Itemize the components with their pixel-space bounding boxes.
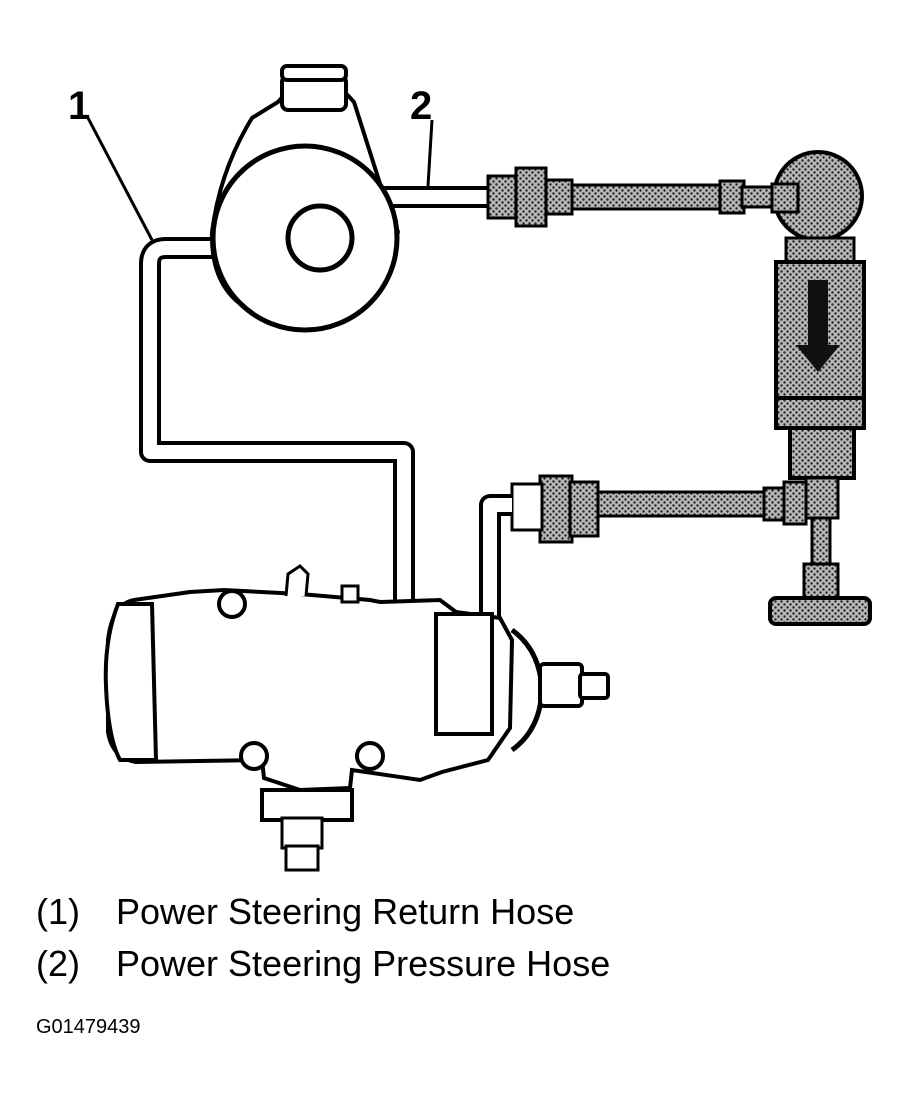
legend-number: (1) xyxy=(36,891,80,932)
power-steering-diagram xyxy=(86,64,872,872)
pressure-gauge-lower-hose xyxy=(510,474,808,544)
steering-gear xyxy=(103,564,610,872)
return-hose xyxy=(139,237,415,626)
legend-number: (2) xyxy=(36,943,80,984)
legend-item-pressure-hose: (2) Power Steering Pressure Hose xyxy=(36,946,610,982)
pressure-gauge xyxy=(770,150,866,600)
power-steering-pump xyxy=(209,64,401,333)
legend-label: Power Steering Pressure Hose xyxy=(116,943,611,984)
leader-line-1 xyxy=(86,117,154,241)
callout-2: 2 xyxy=(410,84,433,128)
legend-item-return-hose: (1) Power Steering Return Hose xyxy=(36,894,574,930)
flow-arrow-icon xyxy=(796,280,840,372)
valve-handle xyxy=(768,596,872,626)
legend-label: Power Steering Return Hose xyxy=(116,891,575,932)
figure-id: G01479439 xyxy=(36,1016,141,1038)
pressure-gauge-upper-hose xyxy=(486,166,774,228)
gear-inlet-pipe xyxy=(479,494,512,620)
callout-1: 1 xyxy=(68,84,91,128)
leader-line-2 xyxy=(426,119,434,187)
